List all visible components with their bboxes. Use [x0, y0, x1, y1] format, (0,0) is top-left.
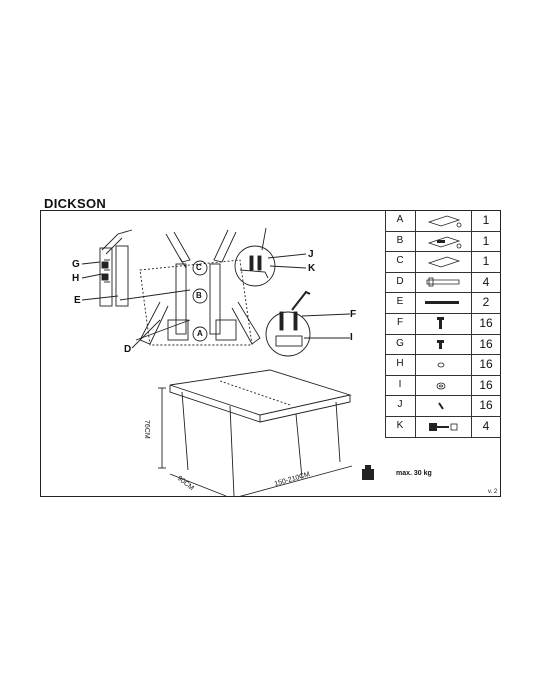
bolt-icon: [437, 317, 444, 329]
row-divider: [385, 416, 501, 417]
dimension-height: 76CM: [143, 420, 150, 439]
callout-b: B: [196, 291, 202, 300]
tabletop-panel-icon: [427, 256, 461, 268]
part-letter: A: [396, 214, 404, 225]
part-quantity: 16: [479, 316, 493, 330]
part-letter: D: [396, 275, 404, 287]
tabletop-with-fittings-icon: [427, 236, 462, 248]
part-quantity: 2: [482, 295, 490, 310]
parts-row: I 16: [385, 374, 501, 398]
callout-i: I: [350, 332, 353, 343]
part-letter: C: [396, 255, 404, 267]
leg-detail-gh: [99, 229, 133, 307]
callout-j: J: [308, 249, 314, 260]
part-letter: E: [396, 296, 404, 308]
max-load-label: max. 30 kg: [396, 470, 432, 477]
assembled-table: [158, 369, 353, 497]
callout-g: G: [72, 259, 80, 270]
assembly-drawing: [81, 227, 374, 497]
callout-d: D: [124, 344, 132, 355]
callout-e: E: [74, 295, 81, 306]
part-letter: I: [398, 378, 402, 390]
instruction-frame: [40, 210, 501, 497]
part-letter: F: [396, 317, 404, 328]
allen-key-drawing: [291, 290, 311, 311]
part-quantity: 16: [479, 377, 493, 392]
parts-row: F 16: [385, 313, 501, 336]
short-screw-icon: [437, 339, 444, 349]
nut-icon: [437, 362, 445, 368]
version-label: v. 2: [488, 489, 498, 495]
part-quantity: 1: [482, 233, 490, 248]
row-divider: [385, 333, 501, 335]
part-letter: H: [396, 358, 404, 370]
row-divider: [385, 313, 501, 314]
rail-icon: [425, 301, 459, 305]
leg-bracket-icon: [426, 277, 460, 287]
part-quantity: 1: [482, 254, 490, 269]
callout-a: A: [197, 329, 203, 338]
callout-k: K: [308, 263, 316, 274]
part-quantity: 4: [482, 274, 490, 289]
part-quantity: 16: [479, 336, 493, 351]
callout-f: F: [350, 309, 357, 320]
bolt-detail-fi: [265, 311, 351, 357]
washer-icon: [436, 382, 446, 390]
parts-row: G 16: [385, 333, 501, 357]
row-divider: [385, 292, 501, 294]
part-quantity: 1: [482, 213, 490, 227]
part-letter: B: [396, 234, 404, 246]
parts-row: H 16: [385, 354, 501, 377]
row-divider: [385, 374, 501, 376]
part-letter: J: [397, 399, 403, 411]
pin-icon: [438, 402, 444, 410]
part-quantity: 4: [482, 419, 490, 433]
row-divider: [385, 271, 501, 273]
callout-c: C: [196, 263, 202, 272]
allen-key-icon: [429, 423, 458, 431]
exploded-view: [119, 229, 261, 346]
row-divider: [385, 230, 501, 232]
callout-h: H: [72, 273, 80, 284]
part-quantity: 16: [479, 357, 493, 372]
row-divider: [385, 395, 501, 397]
part-letter: G: [396, 337, 404, 349]
document-title: DICKSON: [44, 196, 107, 211]
part-quantity: 16: [479, 398, 493, 413]
parts-row: J 16: [385, 395, 501, 418]
tabletop-leaf-icon: [427, 215, 462, 228]
max-weight-icon: [362, 465, 374, 480]
bolt-detail-jk: [234, 227, 307, 287]
row-divider: [385, 251, 501, 253]
part-letter: K: [396, 420, 404, 431]
row-divider: [385, 354, 501, 356]
